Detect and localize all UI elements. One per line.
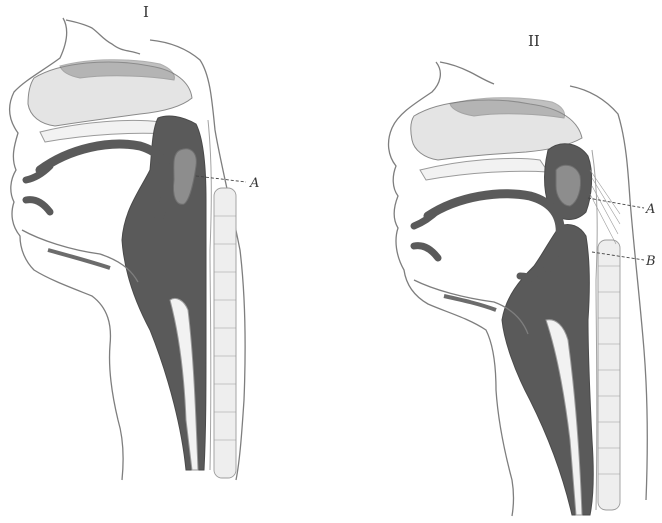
figure-i-jaw	[22, 230, 138, 282]
figure-i-spine	[214, 188, 236, 478]
figure-i: I	[10, 3, 260, 480]
figure-ii-label-b: B	[645, 254, 656, 269]
figure-ii-palate	[420, 158, 548, 180]
figure-i-hyoid	[48, 250, 110, 268]
figure-i-label-a: A	[249, 176, 259, 191]
figure-ii-nose	[440, 62, 494, 84]
figure-ii-tissue-fibres	[590, 170, 620, 244]
figure-ii-numeral: II	[528, 32, 540, 50]
figure-i-numeral: I	[143, 3, 149, 21]
figure-ii-lip-lower	[414, 246, 438, 258]
figure-i-prevertebral-line	[208, 120, 211, 470]
figure-i-nose	[66, 20, 140, 54]
figure-i-lip-lower	[26, 200, 50, 212]
figure-ii: II	[389, 32, 656, 516]
figure-ii-spine	[598, 240, 620, 510]
figure-ii-label-a: A	[645, 202, 655, 217]
